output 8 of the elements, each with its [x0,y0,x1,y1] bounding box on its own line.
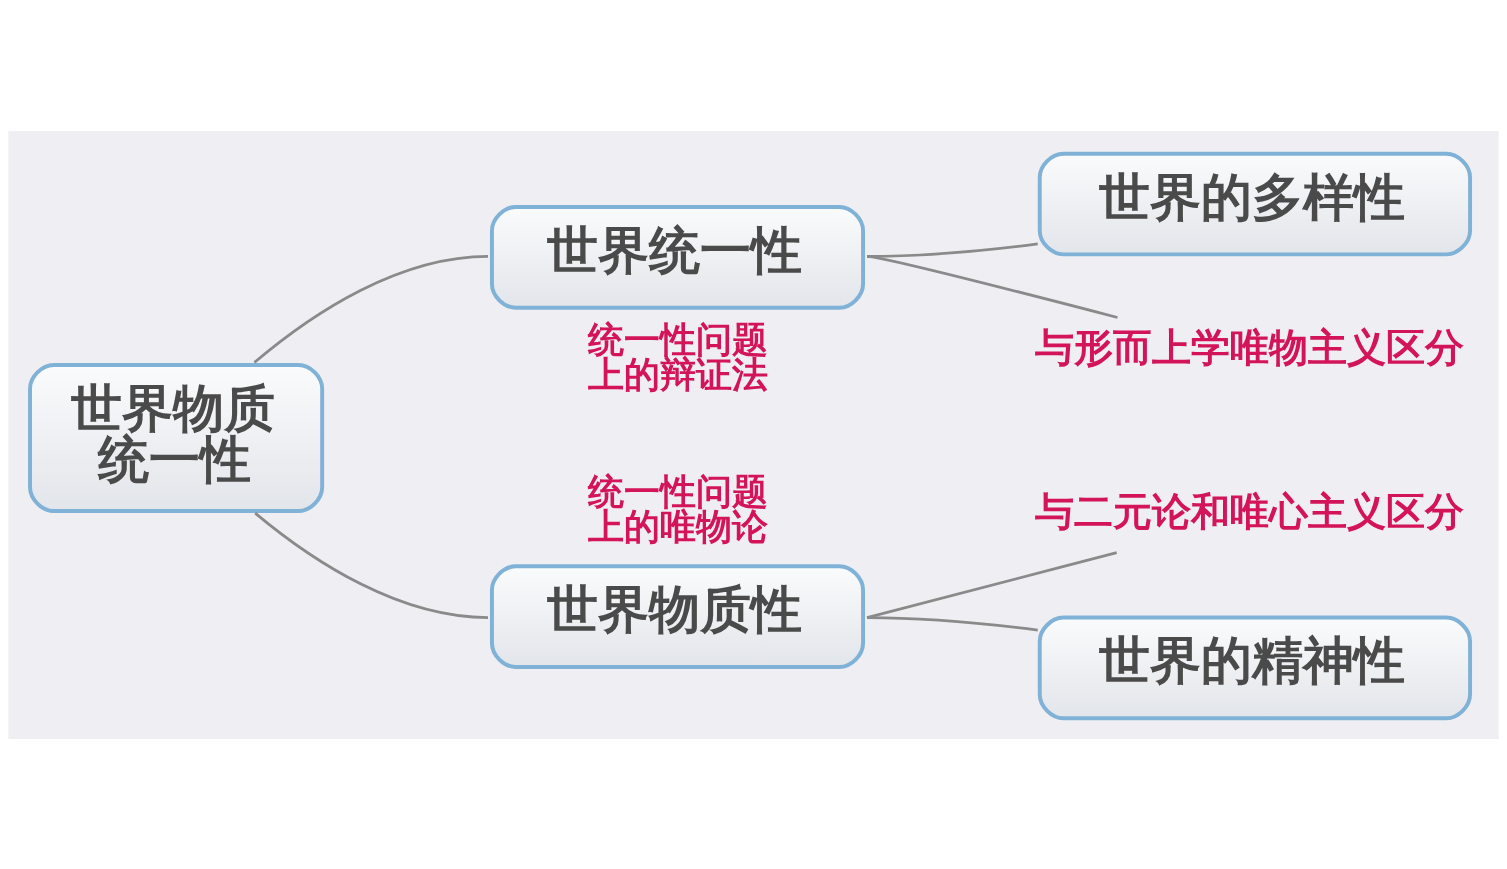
connector [867,615,1038,631]
connector [254,511,489,619]
node-text: 与形而上学唯物主义区分 [1034,323,1464,370]
node-text: 与二元论和唯心主义区分 [1034,487,1464,534]
connector [866,254,1118,319]
node-label: 统一性问题上的唯物论 [587,470,768,547]
connector [253,254,489,364]
node-label: 统一性问题上的辩证法 [587,318,768,395]
